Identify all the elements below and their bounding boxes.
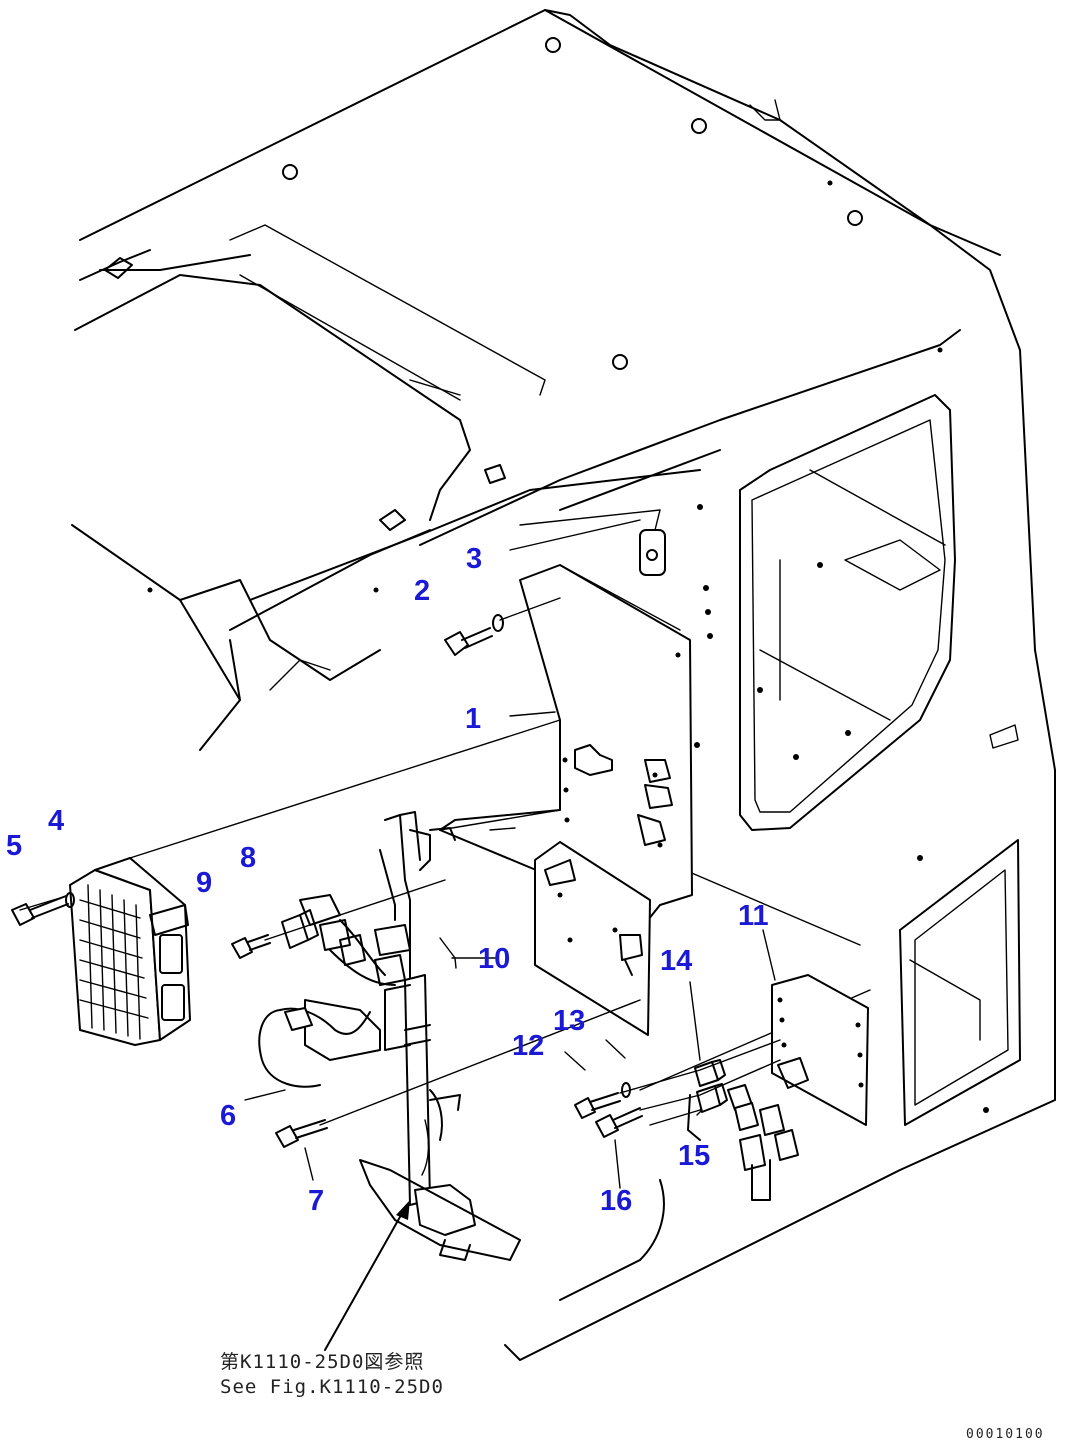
callout-10[interactable]: 10 [478,943,510,975]
bracket-plate-item-1 [439,504,713,1036]
reference-note-english: See Fig.K1110-25D0 [220,1376,444,1398]
callout-5[interactable]: 5 [6,830,22,862]
screw-item-12 [574,1092,621,1119]
callout-12[interactable]: 12 [512,1030,544,1062]
bolt-item-5 [11,892,75,926]
reference-note-japanese: 第K1110-25D0図参照 [220,1351,424,1373]
assembly-lines [19,719,781,1126]
callout-15[interactable]: 15 [678,1140,710,1172]
reference-arrow [324,1200,410,1351]
bolt-item-2 [444,627,493,656]
callout-7[interactable]: 7 [308,1185,324,1217]
washer-item-3 [492,614,504,632]
callout-labels: 1 2 3 4 5 6 7 8 9 10 11 12 13 14 15 16 [6,543,769,1217]
assembly-line [499,597,561,621]
bolt-item-9 [231,934,271,959]
callout-14[interactable]: 14 [660,945,692,977]
relay-bracket-item-11 [771,974,869,1126]
screw-item-16 [595,1107,643,1138]
relay-item-15 [696,1083,728,1113]
document-code: 00010100 [966,1427,1045,1442]
callout-3[interactable]: 3 [466,543,482,575]
connector-item-8 [281,909,319,949]
relay-item-14 [694,1059,726,1087]
callout-13[interactable]: 13 [553,1005,585,1037]
relay-harness [559,1084,799,1301]
cab-roof [71,9,1036,751]
cab-side-panel [504,394,1056,1361]
callout-8[interactable]: 8 [240,842,256,874]
wiring-harness-item-10 [299,811,521,1261]
callout-11[interactable]: 11 [738,900,769,932]
callout-2[interactable]: 2 [414,575,430,607]
callout-9[interactable]: 9 [196,867,212,899]
wire-item-6 [258,1007,371,1088]
bolt-item-7 [275,1119,328,1148]
callout-16[interactable]: 16 [600,1185,632,1217]
callout-4[interactable]: 4 [48,805,64,837]
callout-1[interactable]: 1 [465,703,481,735]
leader-lines [244,711,776,1189]
controller-item-4 [69,857,191,1046]
callout-6[interactable]: 6 [220,1100,236,1132]
